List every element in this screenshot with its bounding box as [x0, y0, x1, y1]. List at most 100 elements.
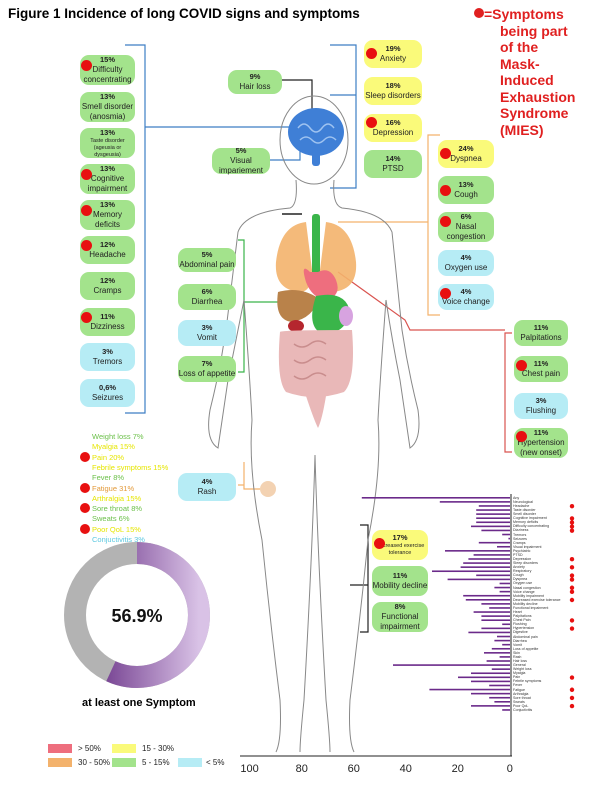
box-pct: 3% — [102, 347, 113, 356]
mies-dot-icon — [80, 503, 90, 514]
x-tick-label: 0 — [506, 763, 513, 775]
general-symptom-item: Fever 8% — [92, 473, 125, 483]
donut-arc — [64, 542, 210, 688]
bar-category-label: Conjuctivitis — [513, 707, 533, 712]
bar-category-label: Difficulty concentrating — [513, 524, 550, 529]
box-pct: 17% — [392, 533, 408, 542]
bar-category-label: Flushing — [513, 622, 527, 627]
bar-category-label: Any — [513, 495, 520, 500]
bar-42 — [491, 668, 510, 670]
bar-20 — [447, 578, 510, 581]
box-label: Tremors — [92, 357, 123, 366]
legend-swatch — [48, 744, 72, 753]
bar-22 — [494, 586, 510, 589]
bar-25 — [465, 599, 510, 601]
box-label: Difficulty concentrating — [83, 65, 132, 84]
function-box: 17%Decreased exercise tolerance — [372, 530, 428, 560]
box-pct: 11% — [100, 312, 115, 321]
mies-dot-icon — [81, 240, 92, 251]
bar-43 — [471, 672, 510, 675]
bar-3 — [476, 509, 510, 511]
bar-9 — [502, 533, 510, 536]
bar-1 — [439, 501, 510, 503]
mies-dot-icon — [81, 312, 92, 323]
mies-note-line: Induced — [500, 72, 554, 88]
bar-14 — [473, 554, 510, 556]
box-label: Voice change — [441, 297, 491, 306]
bar-mies-dot-47 — [569, 687, 575, 692]
bar-category-label: Cognitive impairment — [513, 516, 547, 521]
box-label: Chest pain — [521, 369, 561, 378]
bar-category-label: Vomit — [513, 642, 522, 647]
bar-27 — [489, 607, 510, 609]
mies-dot-icon — [440, 148, 451, 159]
box-pct: 13% — [99, 164, 115, 173]
box-pct: 13% — [99, 127, 115, 137]
mies-dot-icon — [366, 117, 377, 128]
box-pct: 11% — [533, 323, 549, 332]
bar-45 — [471, 680, 510, 683]
legend-swatch — [112, 744, 136, 753]
bar-category-label: Cough — [513, 573, 524, 578]
legend-label: > 50% — [78, 744, 101, 753]
general-symptom-item: Myalgia 15% — [92, 442, 135, 452]
bar-mies-dot-30 — [569, 618, 575, 623]
box-pct: 12% — [99, 240, 115, 249]
x-tick-label: 60 — [347, 763, 360, 775]
bar-category-label: Pain — [513, 675, 521, 680]
bar-category-label: Fever — [513, 683, 523, 688]
bar-mies-dot-7 — [569, 524, 575, 529]
bar-38 — [484, 652, 510, 654]
bar-category-label: Poor QoL — [513, 703, 529, 708]
bar-mies-dot-32 — [569, 626, 575, 631]
box-pct: 13% — [99, 200, 115, 209]
donut-caption: at least one Symptom — [82, 697, 196, 709]
neuro-box: 13%Smell disorder (anosmia) — [80, 92, 135, 122]
bar-category-label: Visual impairment — [513, 544, 542, 549]
box-label: Taste disorder (ageusia or dysgeusia) — [90, 137, 125, 158]
box-label: Seizures — [91, 393, 124, 402]
function-bracket — [360, 524, 369, 633]
box-label: Memory deficits — [93, 210, 122, 229]
general-symptom-item: Arthralgia 15% — [92, 493, 142, 503]
box-pct: 11% — [533, 359, 549, 368]
neuro-box: 12%Cramps — [80, 272, 135, 300]
bar-category-label: Hypertension — [513, 626, 535, 631]
bar-category-label: Febrile symptoms — [513, 679, 542, 684]
general-symptom-item: Poor QoL 15% — [92, 524, 141, 534]
bar-21 — [499, 582, 510, 585]
mies-dot-icon — [516, 360, 527, 371]
resp-bracket — [427, 134, 440, 316]
box-label: Oxygen use — [444, 263, 488, 272]
bar-category-label: Loss of appetite — [513, 646, 539, 651]
box-pct: 4% — [460, 253, 472, 262]
bar-18 — [432, 570, 510, 573]
bar-category-label: Hair loss — [513, 659, 527, 663]
box-pct: 6% — [460, 212, 472, 221]
general-symptom-item: Febrile symptoms 15% — [92, 462, 169, 472]
box-label: Flushing — [525, 406, 557, 415]
neuro-box: 13%Taste disorder (ageusia or dysgeusia) — [80, 128, 135, 158]
x-tick-label: 40 — [399, 763, 412, 775]
legend-label: 5 - 15% — [142, 758, 170, 767]
mies-dot-icon — [80, 523, 90, 534]
box-pct: 4% — [201, 477, 213, 486]
bar-24 — [463, 594, 510, 597]
bar-mies-dot-17 — [569, 565, 575, 570]
box-label: Depression — [372, 128, 414, 137]
mies-note-line: Mask- — [500, 55, 540, 72]
function-box: 11%Mobility decline — [372, 566, 428, 596]
box-label: Smell disorder (anosmia) — [81, 102, 134, 121]
bar-39 — [499, 656, 510, 658]
legend-swatch — [112, 758, 136, 767]
box-label: Cough — [454, 190, 478, 199]
box-pct: 9% — [249, 72, 261, 81]
box-pct: 0,6% — [98, 383, 117, 392]
bar-mies-dot-44 — [569, 675, 575, 680]
bar-44 — [458, 676, 510, 679]
box-label: Visual impariement — [218, 156, 263, 175]
x-tick-label: 80 — [295, 763, 308, 775]
mies-dot-icon — [81, 60, 92, 71]
bar-category-label: Sore throat — [513, 695, 531, 700]
